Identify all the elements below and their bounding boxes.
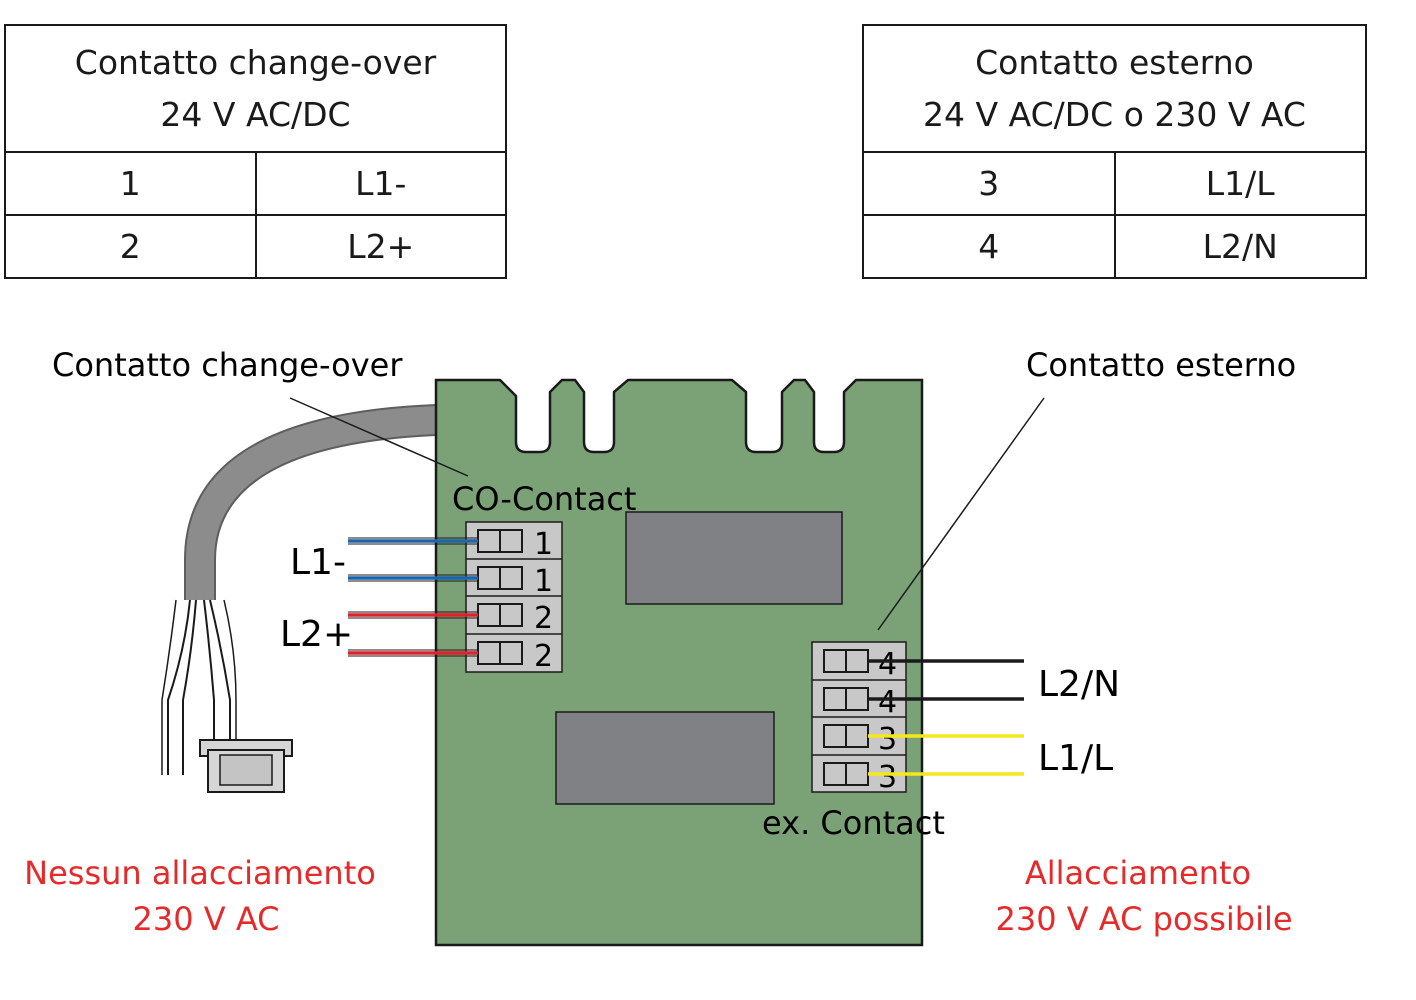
wire-label-l2n: L2/N — [1038, 664, 1120, 705]
wire-label-l1l: L1/L — [1038, 738, 1113, 779]
pin-signal: L1- — [254, 151, 507, 216]
pin-signal: L1/L — [1113, 151, 1367, 216]
ex-terminal-number: 3 — [878, 722, 897, 757]
pin-signal: L2+ — [254, 214, 507, 279]
note-left-line1: Nessun allacciamento — [24, 854, 376, 892]
external-contact-pin-table: Contatto esterno 24 V AC/DC o 230 V AC 3… — [862, 24, 1367, 279]
external-table-header: Contatto esterno 24 V AC/DC o 230 V AC — [862, 24, 1367, 153]
co-terminal-number: 1 — [534, 527, 553, 562]
cable-outline — [184, 404, 437, 600]
cable-wires — [161, 599, 237, 775]
callout-line-external — [877, 397, 1045, 631]
note-right-line2: 230 V AC possibile — [995, 900, 1292, 938]
ex-terminal-number: 4 — [878, 685, 897, 720]
callout-line-change-over — [289, 397, 469, 477]
change-over-table-header: Contatto change-over 24 V AC/DC — [4, 24, 507, 153]
table-row: 1 L1- — [4, 151, 507, 216]
wire-outlines-left — [348, 537, 478, 657]
cable — [185, 405, 437, 600]
co-contact-label: CO-Contact — [452, 480, 636, 518]
pin-number: 3 — [862, 151, 1116, 216]
wire-l2n — [868, 659, 1024, 701]
table-row: 4 L2/N — [862, 214, 1367, 279]
ex-contact-label: ex. Contact — [762, 804, 945, 842]
wire-l1-minus — [348, 539, 478, 580]
table-row: 2 L2+ — [4, 214, 507, 279]
external-table-title: Contatto esterno — [975, 42, 1254, 82]
relay-bottom — [555, 711, 775, 805]
ex-terminal-number: 3 — [878, 760, 897, 795]
callout-change-over: Contatto change-over — [52, 346, 403, 384]
change-over-table-title: Contatto change-over — [74, 42, 437, 82]
change-over-pin-table: Contatto change-over 24 V AC/DC 1 L1- 2 … — [4, 24, 507, 279]
table-row: 3 L1/L — [862, 151, 1367, 216]
co-terminal-number: 2 — [534, 601, 553, 636]
co-terminal-block: 1 1 2 2 — [465, 521, 563, 674]
note-left-line2: 230 V AC — [133, 900, 280, 938]
pin-number: 2 — [4, 214, 257, 279]
wire-label-l2-plus: L2+ — [280, 614, 353, 655]
co-terminal-number: 2 — [534, 639, 553, 674]
change-over-table-voltage: 24 V AC/DC — [160, 94, 351, 134]
co-terminal-number: 1 — [534, 564, 553, 599]
ex-terminal-number: 4 — [878, 647, 897, 682]
wire-label-l1-minus: L1- — [290, 542, 346, 583]
pin-number: 4 — [862, 214, 1116, 279]
relay-top — [625, 511, 843, 605]
connector-plug — [199, 739, 293, 793]
note-right-line1: Allacciamento — [1025, 854, 1251, 892]
external-table-voltage: 24 V AC/DC o 230 V AC — [923, 94, 1306, 134]
pin-signal: L2/N — [1113, 214, 1367, 279]
pin-number: 1 — [4, 151, 257, 216]
callout-external: Contatto esterno — [1026, 346, 1296, 384]
wire-l2-plus — [348, 613, 478, 655]
wire-l1l — [868, 734, 1024, 776]
ex-terminal-block: 4 4 3 3 — [811, 641, 907, 795]
